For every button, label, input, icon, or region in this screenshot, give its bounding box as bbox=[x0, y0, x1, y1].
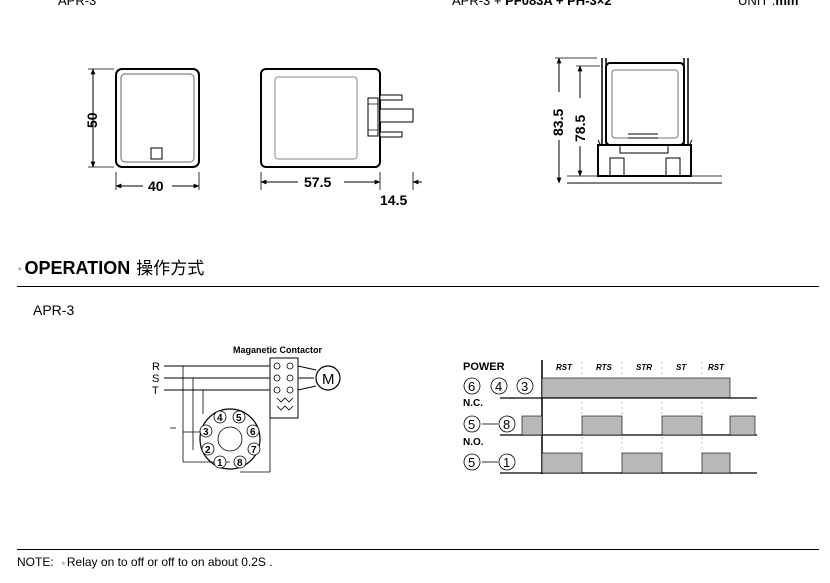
socket-pin-6: 6 bbox=[250, 427, 256, 438]
no-signal-pulse-2 bbox=[661, 415, 703, 436]
phase-t-label: T bbox=[152, 385, 159, 397]
row3-pulse-1 bbox=[621, 452, 663, 474]
row1-pin-2: 3 bbox=[521, 379, 528, 394]
section-divider bbox=[17, 286, 819, 287]
dim-height: 50 bbox=[84, 112, 100, 128]
front-view bbox=[88, 68, 200, 190]
unit-value: mm bbox=[775, 0, 799, 8]
socket-pin-2: 2 bbox=[205, 445, 211, 456]
phase-r-label: R bbox=[152, 361, 160, 373]
header-combo: APR-3 + PF083A + PH-3×2 bbox=[452, 0, 612, 8]
row2-pin-0: 5 bbox=[468, 417, 475, 432]
note-label: NOTE: bbox=[17, 555, 54, 569]
phase-label-4: RST bbox=[708, 363, 725, 372]
phase-label-0: RST bbox=[556, 363, 573, 372]
unit-prefix: UNIT : bbox=[738, 0, 776, 8]
dim-width: 40 bbox=[148, 178, 164, 194]
note-text: Relay on to off or off to on about 0.2S … bbox=[66, 555, 273, 569]
row1-pin-1: 4 bbox=[495, 379, 502, 394]
header-combo-parts: PF083A + PH-3×2 bbox=[505, 0, 612, 8]
row3-pin-1: 1 bbox=[503, 455, 510, 470]
socket-pin-7: 7 bbox=[251, 445, 257, 456]
wiring-diagram: Maganetic Contactor R S T M 4 5 3 6 2 bbox=[152, 345, 341, 473]
no-signal-pulse-1 bbox=[581, 415, 623, 436]
row2-pin-1: 8 bbox=[503, 417, 510, 432]
no-label: N.O. bbox=[463, 437, 484, 448]
row3-pulse-2 bbox=[701, 452, 731, 474]
dim-total-height: 83.5 bbox=[550, 108, 566, 136]
phase-label-1: RTS bbox=[596, 363, 613, 372]
operation-model: APR-3 bbox=[33, 302, 75, 318]
dim-socket-height: 78.5 bbox=[572, 114, 588, 142]
no-signal-pulse-3 bbox=[729, 415, 756, 436]
header-unit: UNIT :mm bbox=[738, 0, 798, 8]
motor-symbol bbox=[315, 365, 341, 391]
note-marker: ◦ bbox=[61, 558, 65, 568]
section-title-en: OPERATION bbox=[24, 258, 131, 278]
nc-signal bbox=[541, 377, 731, 399]
contactor-label: Maganetic Contactor bbox=[233, 345, 323, 355]
header-left-model: APR-3 bbox=[58, 0, 97, 8]
note: NOTE: ◦Relay on to off or off to on about… bbox=[17, 555, 273, 569]
phase-label-3: ST bbox=[676, 363, 687, 372]
section-title-cn: 操作方式 bbox=[136, 259, 205, 279]
dimension-drawings bbox=[88, 57, 722, 190]
note-divider bbox=[17, 549, 819, 550]
no-signal-pulse-0 bbox=[521, 415, 543, 436]
socket-pin-5: 5 bbox=[236, 413, 242, 424]
socket-pin-8: 8 bbox=[237, 458, 243, 469]
dim-depth: 57.5 bbox=[304, 174, 332, 190]
socket-pin-4: 4 bbox=[217, 413, 223, 424]
dim-pin-length: 14.5 bbox=[380, 192, 408, 208]
power-label: POWER bbox=[463, 361, 505, 373]
row3-pulse-0 bbox=[541, 452, 583, 474]
nc-label: N.C. bbox=[463, 398, 483, 409]
motor-label: M bbox=[322, 371, 335, 388]
phase-s-label: S bbox=[152, 373, 159, 385]
row3-pin-0: 5 bbox=[468, 455, 475, 470]
side-view bbox=[260, 68, 422, 190]
socket-assembly-view bbox=[555, 57, 722, 184]
header-combo-prefix: APR-3 + bbox=[452, 0, 506, 8]
timing-chart: POWER RST RTS STR ST RST 6 4 3 5 8 bbox=[463, 360, 757, 474]
row1-pin-0: 6 bbox=[468, 379, 475, 394]
phase-label-2: STR bbox=[636, 363, 652, 372]
socket-pin-1: 1 bbox=[217, 458, 223, 469]
section-marker: ◦ bbox=[18, 263, 22, 275]
socket-pin-3: 3 bbox=[203, 427, 209, 438]
